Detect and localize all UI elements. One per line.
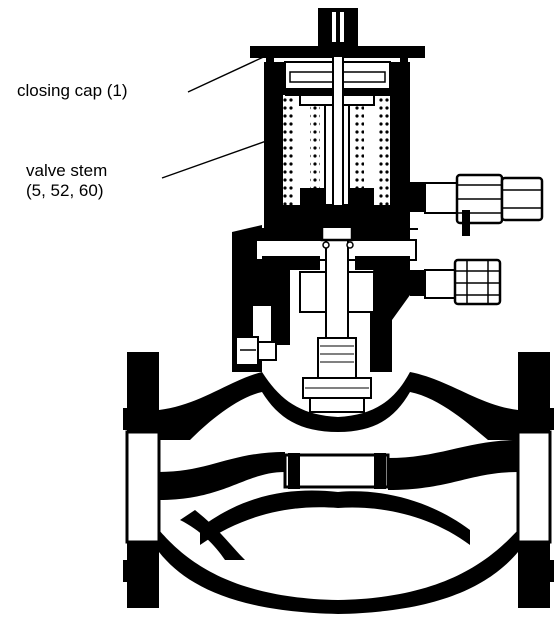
label-closing-cap: closing cap (1) bbox=[17, 81, 128, 100]
closing-cap bbox=[250, 8, 425, 207]
fitting-upper bbox=[410, 173, 544, 236]
valve-body bbox=[123, 352, 554, 614]
label-valve-stem-numbers: (5, 52, 60) bbox=[26, 181, 104, 200]
label-valve-stem: valve stem bbox=[26, 161, 108, 180]
bonnet bbox=[232, 199, 418, 413]
leader-line-closing-cap bbox=[187, 53, 271, 93]
fitting-lower bbox=[410, 258, 502, 306]
